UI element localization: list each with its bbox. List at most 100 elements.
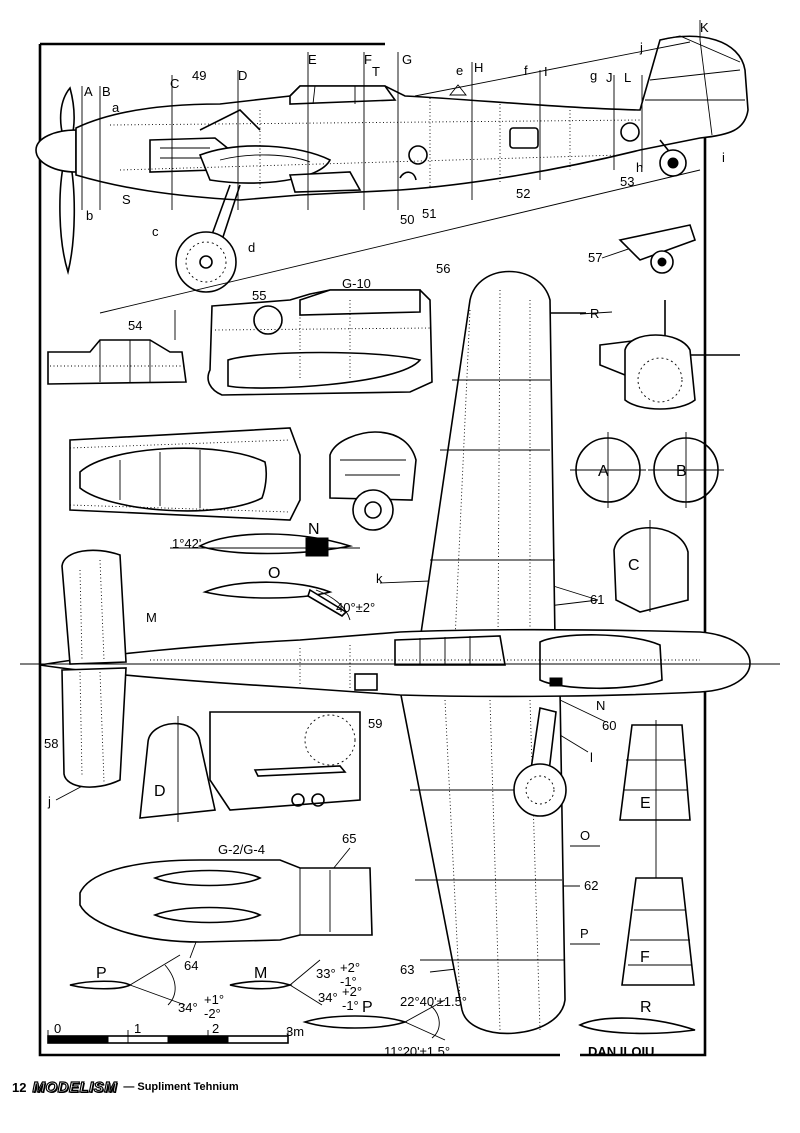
section-E xyxy=(619,724,691,821)
page-number: 12 xyxy=(12,1079,27,1095)
angle-p-up: 22°40'±1.5° xyxy=(400,994,467,1009)
section-C xyxy=(613,526,689,613)
section-mark-B: B xyxy=(102,84,111,99)
part-51: 51 xyxy=(422,206,436,221)
mark-e: e xyxy=(456,63,463,78)
angle-l-tol-minus: -2° xyxy=(204,1006,221,1021)
part-57: 57 xyxy=(588,250,602,265)
mark-c: c xyxy=(152,224,159,239)
part-49: 49 xyxy=(192,68,206,83)
section-label-M: M xyxy=(254,965,267,982)
supplement-text: — Supliment Tehnium xyxy=(123,1081,239,1093)
deflection-L: P 34° +1° -2° xyxy=(69,954,224,1021)
section-mark-J: J xyxy=(606,70,613,85)
section-label-P: P xyxy=(362,999,373,1016)
canopy-side xyxy=(289,85,397,105)
cowling-top-view xyxy=(69,427,301,521)
section-mark-E: E xyxy=(308,52,317,67)
author-signature: DAN ILOIU xyxy=(588,1044,654,1059)
angle-n: 1°42' xyxy=(172,536,201,551)
part-64: 64 xyxy=(184,958,198,973)
angle-o: 40°±2° xyxy=(336,600,375,615)
airfoil-N: N 1°42' xyxy=(170,521,360,557)
section-mark-R-wing: R xyxy=(590,306,599,321)
section-A xyxy=(570,432,646,508)
mark-b: b xyxy=(86,208,93,223)
gear-bay-detail xyxy=(209,711,361,811)
mark-i: i xyxy=(722,150,725,165)
g10-cowling-side: G-10 xyxy=(207,276,433,396)
variant-label-g2g4: G-2/G-4 xyxy=(218,842,265,857)
section-label-E: E xyxy=(640,795,651,812)
section-label-L: P xyxy=(96,965,107,982)
section-mark-O-plan: O xyxy=(580,828,590,843)
plan-view-fuselage xyxy=(20,628,780,698)
part-50: 50 xyxy=(400,212,414,227)
mark-d: d xyxy=(248,240,255,255)
angle-l-tol-plus: +1° xyxy=(204,992,224,1007)
section-mark-I: I xyxy=(544,64,548,79)
angle-m-up-tol-minus: -1° xyxy=(340,974,357,989)
section-mark-G: G xyxy=(402,52,412,67)
part-56: 56 xyxy=(436,261,450,276)
scale-tick-1: 1 xyxy=(134,1021,141,1036)
section-label-D: D xyxy=(154,783,166,800)
side-view-leaders xyxy=(81,20,701,210)
mark-a: a xyxy=(112,100,120,115)
front-view-aircraft xyxy=(599,300,740,410)
deflection-P: P 22°40'±1.5° 11°20'±1.5° xyxy=(302,994,467,1059)
part-54: 54 xyxy=(128,318,142,333)
g2g4-cowling-plan: G-2/G-4 xyxy=(79,842,373,943)
scale-tick-2: 2 xyxy=(212,1021,219,1036)
section-D xyxy=(139,722,216,819)
section-mark-P-plan: P xyxy=(580,926,589,941)
rudder-side xyxy=(699,39,713,136)
mark-g: g xyxy=(590,68,597,83)
nose-front-view xyxy=(329,431,417,531)
section-mark-M: M xyxy=(146,610,157,625)
part-63: 63 xyxy=(400,962,414,977)
section-R-airfoil xyxy=(578,1017,696,1035)
part-62: 62 xyxy=(584,878,598,893)
tailplane-plan-view: M xyxy=(61,549,157,788)
section-label-O: O xyxy=(268,565,280,582)
section-mark-C: C xyxy=(170,76,179,91)
angle-m-up-tol-plus: +2° xyxy=(340,960,360,975)
section-mark-A: A xyxy=(84,84,93,99)
part-58: 58 xyxy=(44,736,58,751)
section-mark-K: K xyxy=(700,20,709,35)
part-54-drawing xyxy=(47,310,187,385)
angle-m-down-tol-plus: +2° xyxy=(342,984,362,999)
part-65: 65 xyxy=(342,831,356,846)
mark-j-tail: j xyxy=(47,794,51,809)
part-59: 59 xyxy=(368,716,382,731)
page-footer: 12 MODELISM — Supliment Tehnium xyxy=(12,1076,239,1098)
section-mark-H: H xyxy=(474,60,483,75)
scale-tick-3m: 3m xyxy=(286,1024,304,1039)
angle-m-down-tol-minus: -1° xyxy=(342,998,359,1013)
section-mark-F: F xyxy=(364,52,372,67)
part-55: 55 xyxy=(252,288,266,303)
tail-wheel-detail xyxy=(618,224,697,274)
section-mark-L: L xyxy=(624,70,631,85)
angle-l-up: 34° xyxy=(178,1000,198,1015)
scale-tick-0: 0 xyxy=(54,1021,61,1036)
mark-h: h xyxy=(636,160,643,175)
side-view xyxy=(35,35,749,314)
magazine-logo: MODELISM xyxy=(32,1078,118,1096)
main-gear-plan xyxy=(513,707,567,817)
frame-border xyxy=(38,42,707,1057)
section-mark-N-plan: N xyxy=(596,698,605,713)
mark-f: f xyxy=(524,63,528,78)
scale-bar: 0 1 2 3m xyxy=(47,1021,304,1044)
wing-root-side xyxy=(198,145,332,184)
variant-label-g10: G-10 xyxy=(342,276,371,291)
section-label-A: A xyxy=(598,463,609,480)
angle-m-down: 34° xyxy=(318,990,338,1005)
mark-j: j xyxy=(639,40,643,55)
mark-l: l xyxy=(590,750,593,765)
part-60: 60 xyxy=(602,718,616,733)
angle-m-up: 33° xyxy=(316,966,336,981)
deflection-M: M 33° +2° -1° 34° +2° -1° xyxy=(229,959,362,1013)
